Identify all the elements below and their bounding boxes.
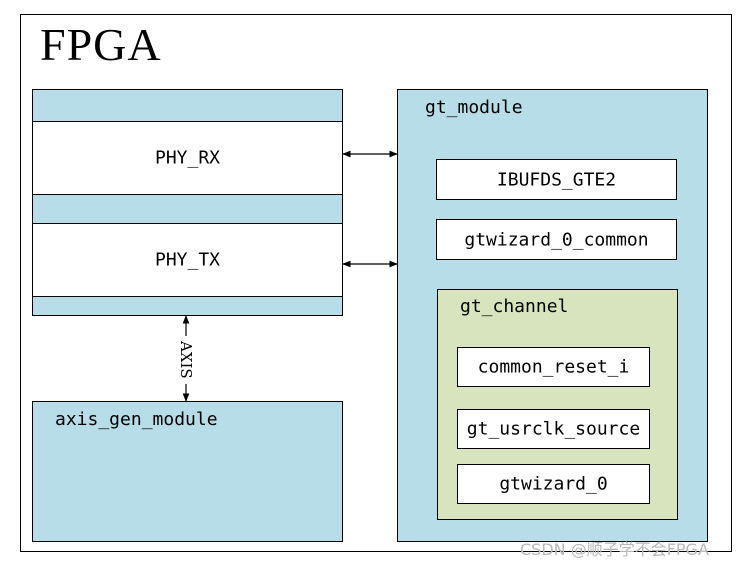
usrclk-source-block: gt_usrclk_source bbox=[457, 409, 650, 449]
common-reset-block: common_reset_i bbox=[457, 347, 650, 387]
usrclk-source-label: gt_usrclk_source bbox=[466, 418, 641, 440]
gtwizard-0-label: gtwizard_0 bbox=[499, 473, 608, 495]
phy-rx-block: PHY_RX bbox=[32, 121, 343, 195]
phy-tx-block: PHY_TX bbox=[32, 223, 343, 297]
common-reset-label: common_reset_i bbox=[477, 356, 630, 378]
phy-tx-label: PHY_TX bbox=[154, 249, 221, 271]
gt-channel-label: gt_channel bbox=[460, 296, 569, 317]
csdn-watermark: CSDN @顺子学不会FPGA bbox=[520, 540, 709, 559]
ibufds-gte2-label: IBUFDS_GTE2 bbox=[496, 169, 617, 190]
fpga-title: FPGA bbox=[40, 19, 162, 70]
gtwizard-0-block: gtwizard_0 bbox=[457, 464, 650, 504]
gtwizard-common-block: gtwizard_0_common bbox=[436, 219, 677, 260]
axis-bus-label: AXIS bbox=[176, 336, 196, 384]
ibufds-gte2-block: IBUFDS_GTE2 bbox=[436, 159, 677, 200]
axis-gen-module-label: axis_gen_module bbox=[55, 409, 218, 430]
gtwizard-common-label: gtwizard_0_common bbox=[464, 229, 649, 250]
axis-gen-module-block: axis_gen_module bbox=[32, 401, 343, 542]
phy-rx-label: PHY_RX bbox=[154, 147, 221, 169]
gt-module-label: gt_module bbox=[425, 97, 523, 118]
